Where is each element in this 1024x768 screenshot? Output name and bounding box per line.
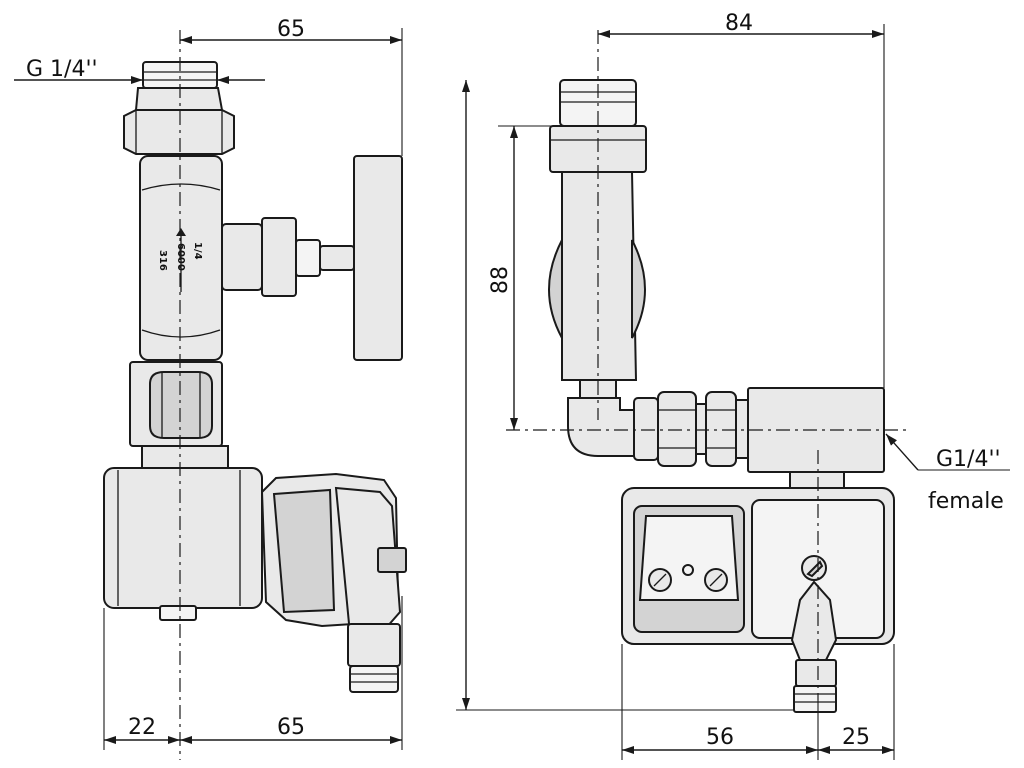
coil-screw	[377, 547, 407, 573]
marking-material: 316	[157, 250, 168, 271]
union-nut-1	[633, 397, 659, 461]
valve-stem	[319, 245, 355, 271]
valve-handle	[353, 155, 403, 361]
valve-markings: 1/4	[192, 242, 203, 260]
dim-side-width: 84	[725, 11, 753, 36]
marking-size: 1/4	[192, 242, 203, 260]
dim-bottom-offset: 22	[128, 715, 156, 740]
dim-bottom-25: 25	[842, 725, 870, 750]
front-view: 1/4 6000 316 65	[14, 17, 407, 760]
cable-entry	[790, 580, 838, 661]
solenoid-body	[103, 467, 263, 609]
union-nut-2	[705, 391, 737, 467]
dim-bottom-width: 65	[277, 715, 305, 740]
dim-top-width: 65	[277, 17, 305, 42]
elbow-fitting	[567, 397, 641, 457]
dim-bottom-56: 56	[706, 725, 734, 750]
hex-nut	[123, 109, 235, 155]
dim-thread: G 1/4''	[26, 57, 98, 82]
callout-thread: G1/4''	[936, 447, 1001, 472]
side-view: 84 88 56 25 G1/4'' female	[456, 11, 1010, 760]
drain-plug	[159, 605, 197, 621]
dim-height: 88	[488, 266, 513, 294]
side-valve-body	[561, 171, 638, 381]
valve-bonnet	[221, 223, 263, 291]
cable-gland	[347, 623, 401, 667]
connector-collar	[141, 445, 229, 469]
callout-type: female	[928, 489, 1004, 514]
